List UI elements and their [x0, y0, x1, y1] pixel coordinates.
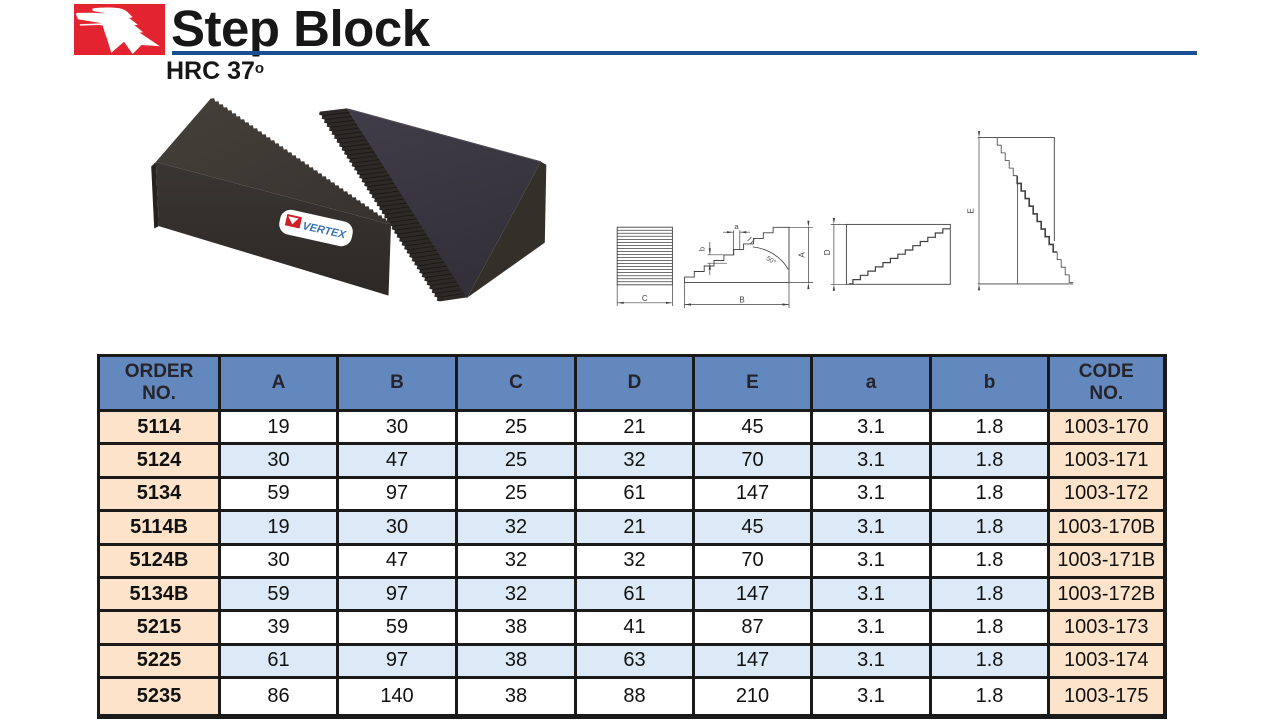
svg-text:A: A — [797, 252, 806, 258]
svg-text:50°: 50° — [765, 254, 778, 266]
svg-text:C: C — [642, 294, 648, 303]
svg-text:a: a — [735, 222, 740, 231]
svg-text:b: b — [698, 247, 707, 251]
svg-text:E: E — [966, 208, 975, 213]
svg-text:B: B — [739, 296, 744, 305]
svg-text:D: D — [823, 249, 832, 255]
